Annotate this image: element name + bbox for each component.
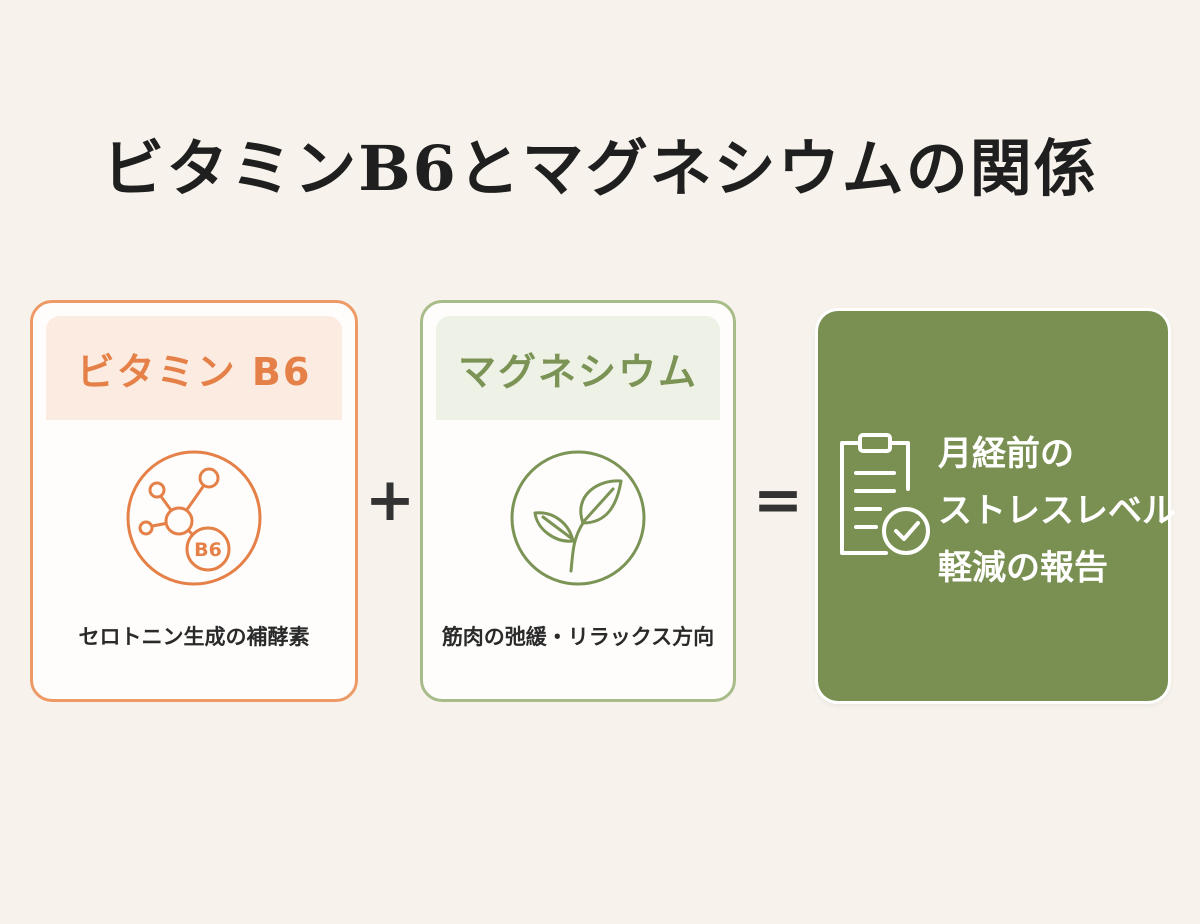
- molecule-b6-icon: B6: [126, 450, 262, 586]
- result-line-3: 軽減の報告: [938, 548, 1108, 588]
- leaf-sprout-icon: [510, 450, 646, 586]
- clipboard-check-icon: [840, 433, 930, 555]
- magnesium-description: 筋肉の弛緩・リラックス方向: [441, 625, 715, 649]
- result-line-1: 月経前の: [938, 434, 1074, 474]
- b6-badge-label: B6: [194, 539, 222, 561]
- vitamin-b6-card-header: ビタミン B6: [46, 316, 342, 420]
- result-text: 月経前の ストレスレベル 軽減の報告: [938, 426, 1176, 597]
- magnesium-card: マグネシウム 筋肉の弛緩・リラックス方向: [420, 300, 736, 702]
- equals-operator: =: [752, 465, 804, 535]
- result-line-2: ストレスレベル: [938, 491, 1176, 531]
- vitamin-b6-card: ビタミン B6 B6 セロトニン生成の補酵素: [30, 300, 358, 702]
- magnesium-card-header: マグネシウム: [436, 316, 720, 420]
- result-card: 月経前の ストレスレベル 軽減の報告: [818, 311, 1176, 701]
- vitamin-b6-description: セロトニン生成の補酵素: [78, 625, 310, 649]
- plus-operator: +: [364, 465, 416, 535]
- page-title: ビタミンB6とマグネシウムの関係: [102, 132, 1098, 205]
